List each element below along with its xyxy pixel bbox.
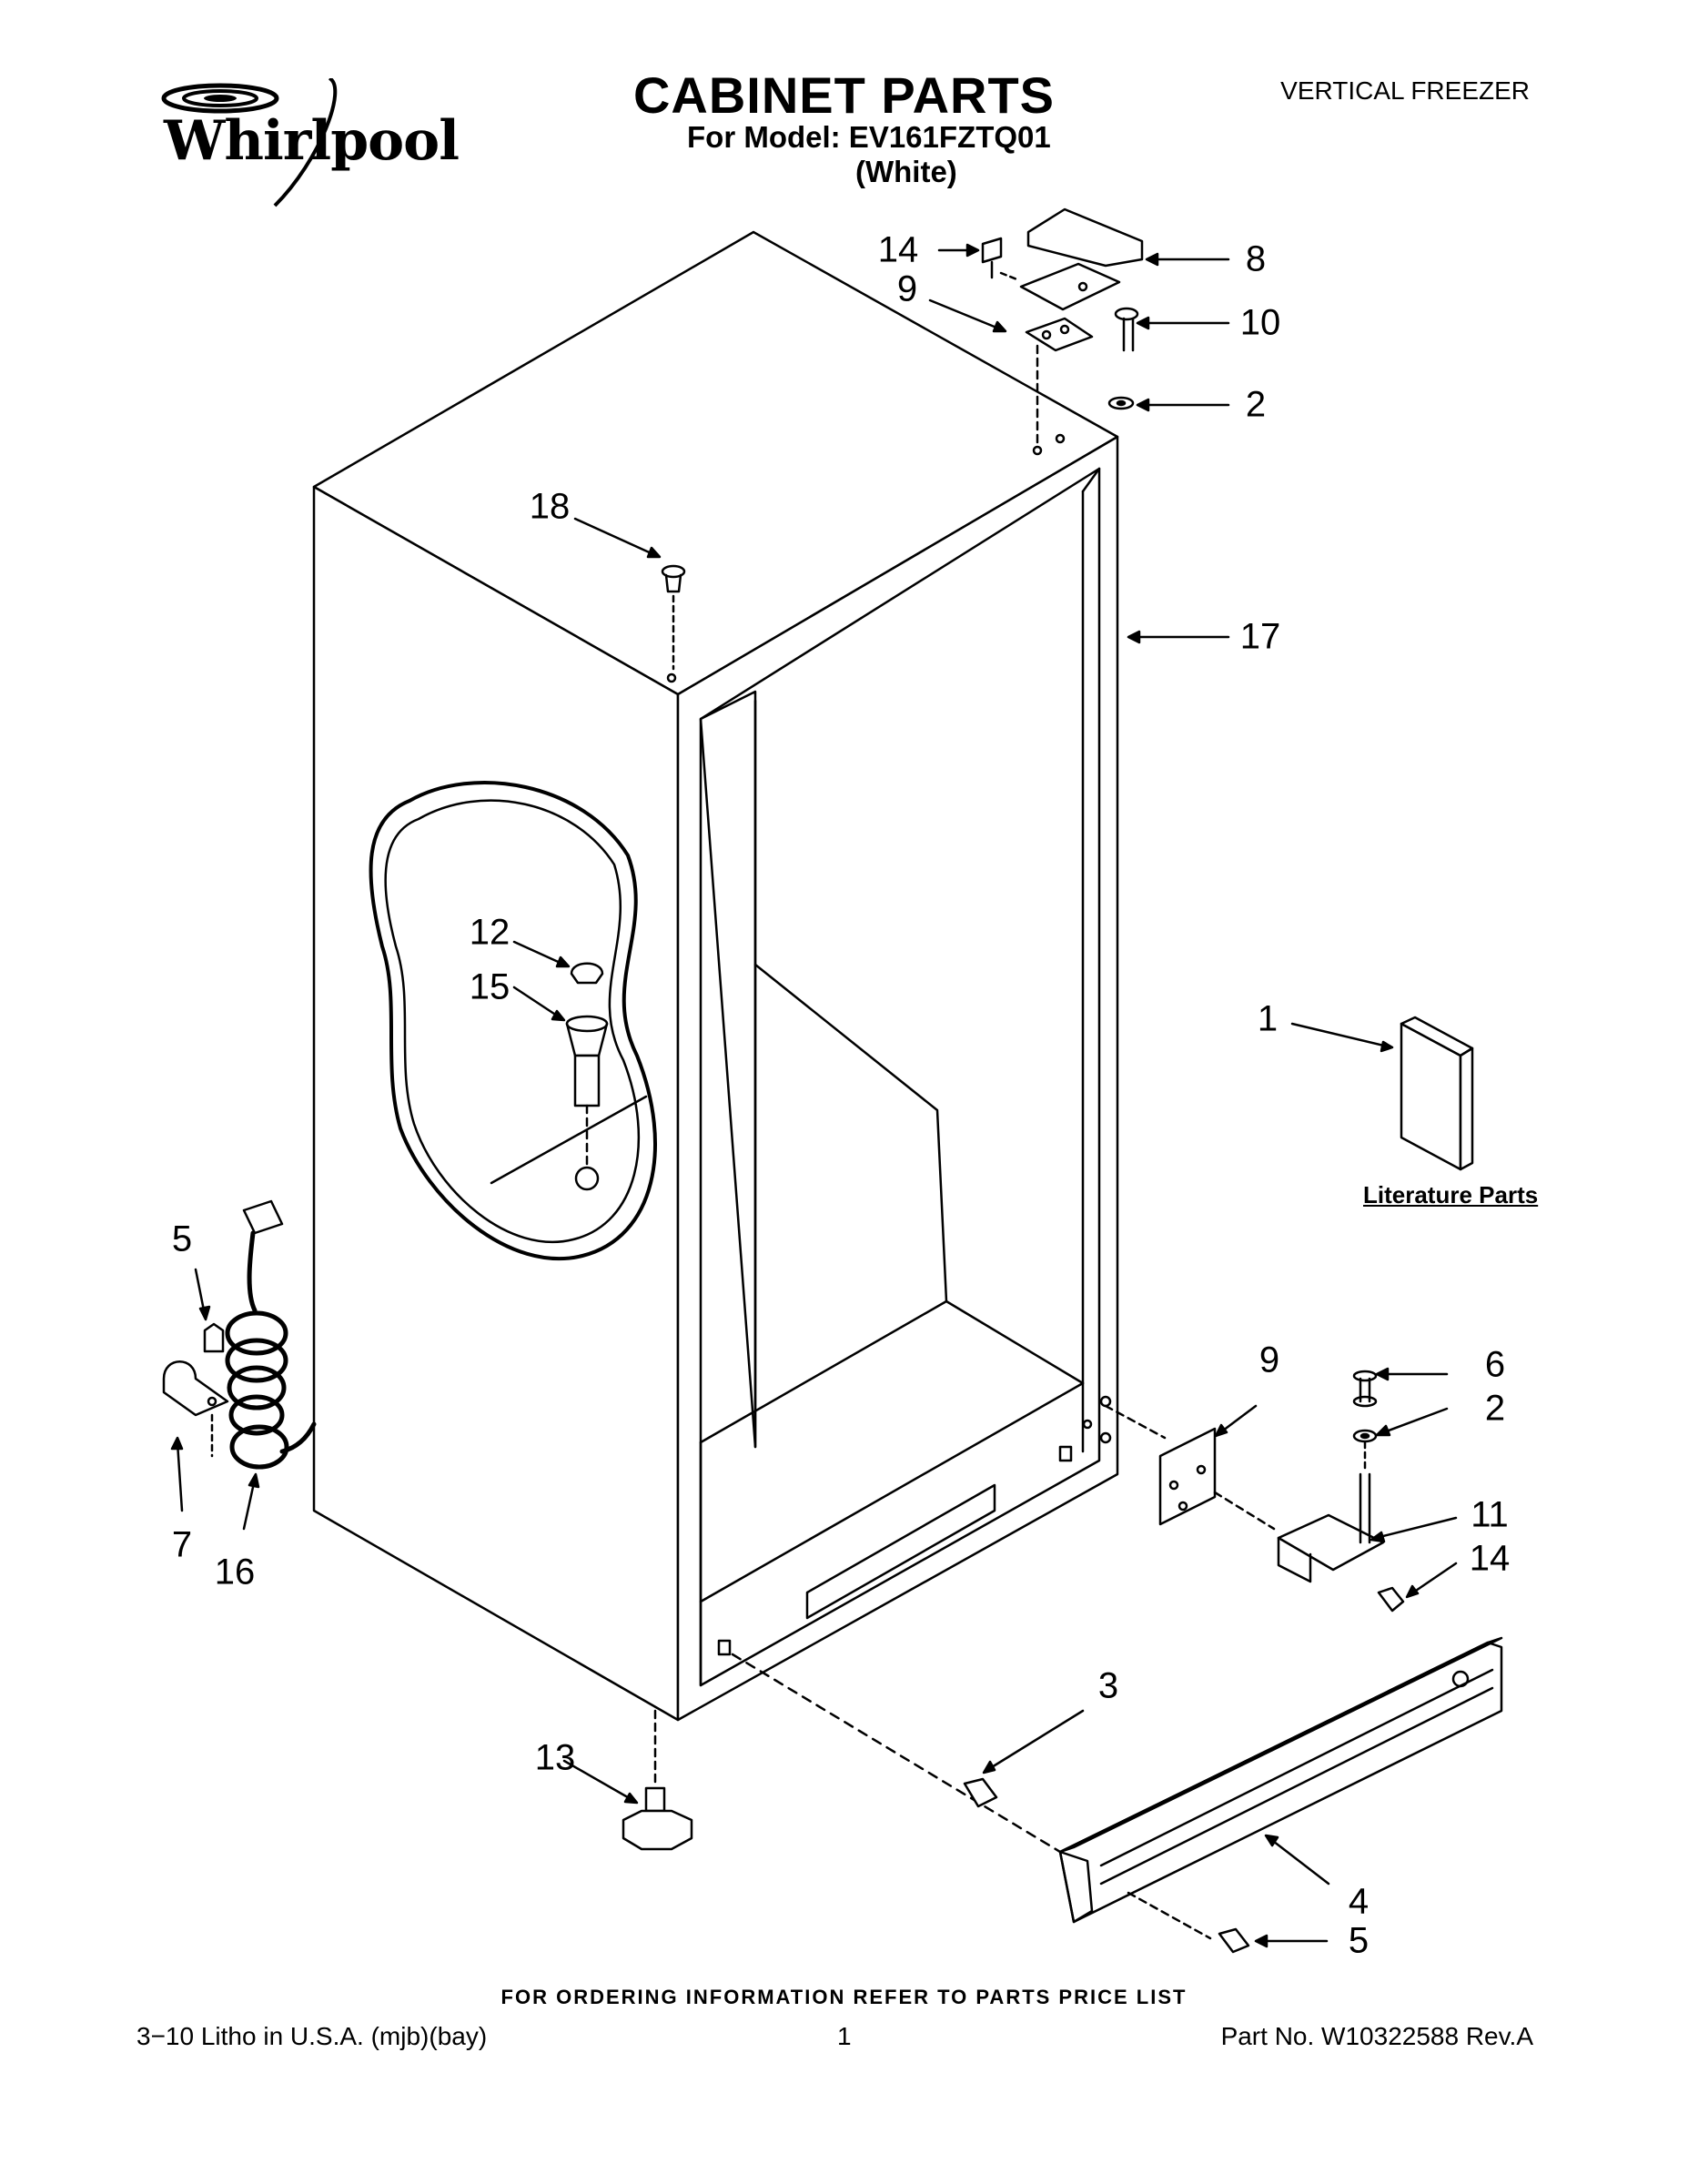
model-number: For Model: EV161FZTQ01 <box>687 120 1051 154</box>
callout-8: 8 <box>1245 238 1267 279</box>
toe-grille <box>731 1636 1503 1954</box>
literature-parts-label: Literature Parts <box>1363 1181 1539 1208</box>
litho-info: 3−10 Litho in U.S.A. (mjb)(bay) <box>136 2022 488 2050</box>
callout-16: 16 <box>214 1552 256 1592</box>
cabinet-body <box>312 230 1119 1722</box>
callout-11: 11 <box>1471 1494 1509 1535</box>
callout-9-top: 9 <box>896 268 918 309</box>
callout-7: 7 <box>171 1524 193 1565</box>
callout-1: 1 <box>1257 998 1279 1039</box>
literature-book <box>1400 1016 1474 1171</box>
callout-5-bottom: 5 <box>1348 1920 1370 1961</box>
callout-18: 18 <box>529 486 571 527</box>
callout-9-bottom: 9 <box>1258 1340 1280 1380</box>
whirlpool-logo <box>161 78 338 207</box>
callout-15: 15 <box>469 966 510 1007</box>
leveling-leg <box>622 1709 693 1851</box>
top-hinge-assembly <box>981 207 1144 448</box>
callout-2-bottom: 2 <box>1484 1388 1506 1429</box>
leader-lines <box>170 243 1458 1948</box>
callout-17: 17 <box>1239 616 1281 657</box>
callout-14-bottom: 14 <box>1469 1538 1511 1579</box>
part-number: Part No. W10322588 Rev.A <box>1220 2022 1533 2050</box>
callout-4: 4 <box>1348 1881 1370 1922</box>
callout-14-top: 14 <box>877 229 919 270</box>
product-category: VERTICAL FREEZER <box>1280 76 1530 105</box>
callout-5-left: 5 <box>171 1218 193 1259</box>
callout-10: 10 <box>1239 302 1281 343</box>
callout-3: 3 <box>1097 1665 1119 1706</box>
callout-12: 12 <box>469 912 510 953</box>
part-18-plug <box>661 564 686 671</box>
page-number: 1 <box>837 2022 852 2050</box>
model-color: (White) <box>855 155 957 188</box>
page-title: CABINET PARTS <box>632 66 1056 124</box>
callout-2-top: 2 <box>1245 384 1267 425</box>
insulation-cutaway <box>369 781 657 1261</box>
callout-13: 13 <box>534 1737 576 1778</box>
callout-6: 6 <box>1484 1344 1506 1385</box>
brand-wordmark: Whirlpool <box>164 109 460 173</box>
bottom-hinge-assembly <box>1104 1370 1405 1613</box>
ordering-note: FOR ORDERING INFORMATION REFER TO PARTS … <box>500 1986 1188 2008</box>
power-cord-assembly <box>162 1199 317 1470</box>
